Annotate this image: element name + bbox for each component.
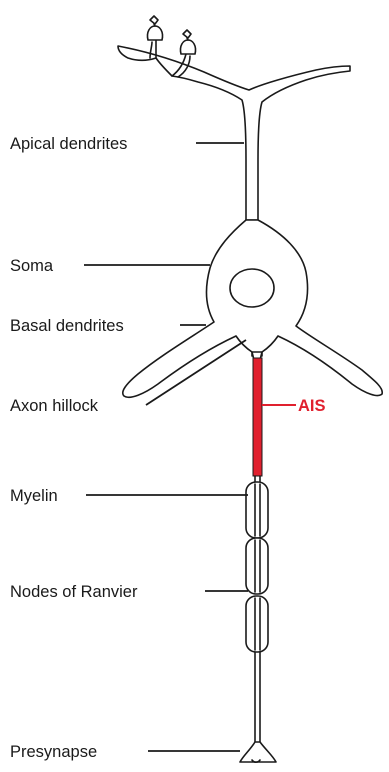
apical-dendrite-crown [118,46,350,220]
label-myelin: Myelin [10,487,58,505]
dendritic-spine-2 [180,30,195,54]
label-presynapse: Presynapse [10,743,97,761]
label-nodes-of-ranvier: Nodes of Ranvier [10,583,138,601]
nucleus [230,269,274,307]
label-axon-hillock: Axon hillock [10,397,99,415]
presynaptic-terminal [240,742,276,762]
label-ais: AIS [298,397,326,415]
neuron-outline [118,16,382,762]
labels: Apical dendrites Soma Basal dendrites Ax… [10,135,326,761]
label-basal-dendrites: Basal dendrites [10,317,124,335]
label-soma: Soma [10,257,54,275]
myelin-segment-2 [246,538,268,594]
myelin-segment-1 [246,482,268,538]
myelin-segment-3 [246,596,268,652]
dendritic-spine-1 [147,16,162,40]
label-apical-dendrites: Apical dendrites [10,135,127,153]
axon-initial-segment [253,358,262,476]
